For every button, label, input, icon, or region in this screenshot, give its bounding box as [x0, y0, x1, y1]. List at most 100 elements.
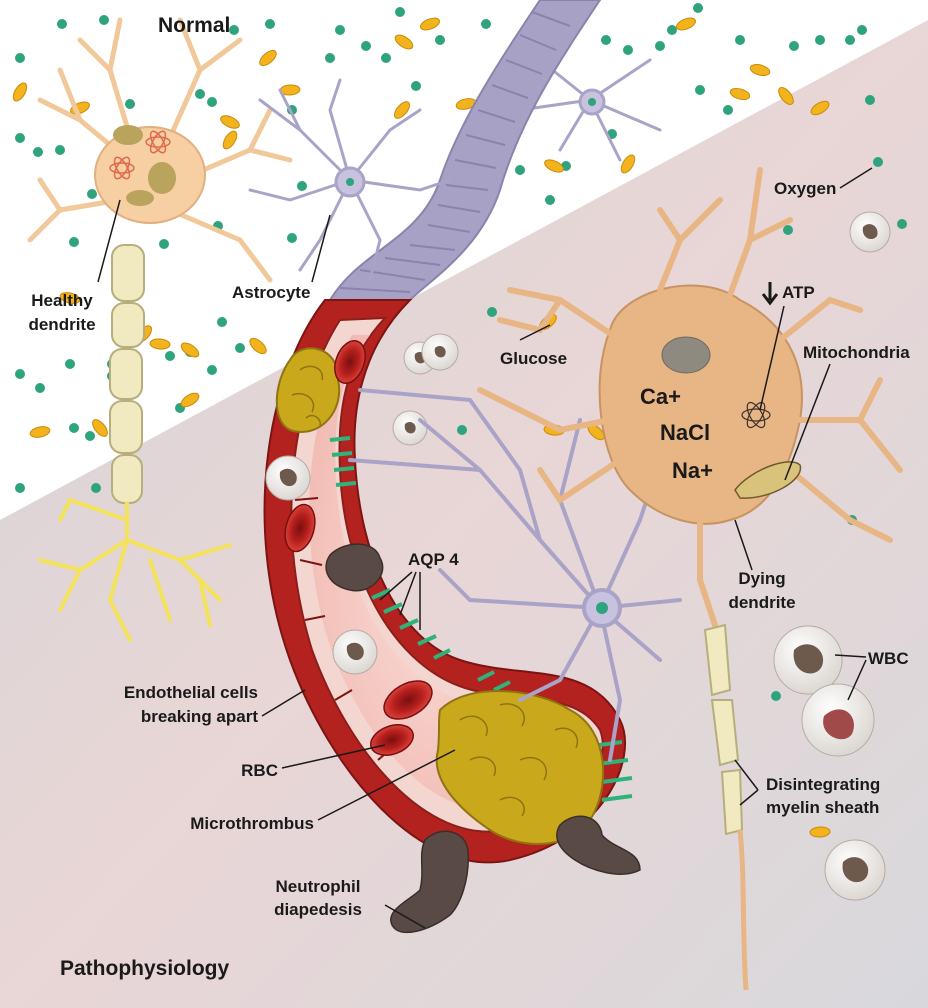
oxygen-molecule	[195, 89, 205, 99]
ion-nacl-label: NaCl	[660, 420, 710, 445]
wbc-label: WBC	[868, 649, 909, 668]
atp-label: ATP	[782, 283, 815, 302]
glucose-molecule	[809, 826, 831, 838]
oxygen-molecule	[487, 307, 497, 317]
astrocyte-pathology	[348, 388, 682, 762]
oxygen-molecule	[207, 365, 217, 375]
normal-label: Normal	[158, 14, 230, 37]
oxygen-molecule	[601, 35, 611, 45]
oxygen-molecule	[207, 97, 217, 107]
glucose-molecule	[220, 115, 240, 129]
oxygen-molecule	[435, 35, 445, 45]
oxygen-molecule	[15, 369, 25, 379]
dying-neuron	[477, 167, 903, 991]
astrocyte-normal	[248, 78, 452, 282]
glucose-molecule	[394, 34, 414, 50]
oxygen-molecule	[57, 19, 67, 29]
glucose-molecule	[749, 64, 771, 76]
disintegrating-axon	[703, 623, 744, 836]
wbc-cells	[265, 211, 891, 901]
atom-icon	[109, 130, 171, 180]
oxygen-molecule	[545, 195, 555, 205]
oxygen-molecule	[91, 483, 101, 493]
ion-ca-label: Ca+	[640, 384, 681, 409]
aqp4-channels	[329, 436, 633, 802]
oxygen-molecule	[85, 431, 95, 441]
oxygen-molecule	[771, 691, 781, 701]
glucose-label: Glucose	[500, 349, 567, 368]
oxygen-molecule	[457, 425, 467, 435]
mitochondria-shape	[734, 461, 802, 499]
oxygen-label: Oxygen	[774, 179, 836, 198]
oxygen-molecule	[335, 25, 345, 35]
glucose-molecule	[180, 392, 200, 408]
glucose-molecule	[259, 49, 277, 67]
oxygen-molecule	[857, 25, 867, 35]
oxygen-molecule	[361, 41, 371, 51]
oxygen-molecule	[15, 483, 25, 493]
astrocyte-upper	[518, 58, 662, 162]
oxygen-molecule	[723, 105, 733, 115]
glucose-molecule	[222, 130, 238, 150]
glucose-molecule	[676, 17, 696, 31]
glucose-molecule	[778, 87, 794, 105]
glucose-molecule	[810, 100, 830, 116]
glucose-molecule	[544, 159, 564, 173]
dying-dendrite-label-1: Dying	[738, 569, 785, 588]
pathophysiology-label: Pathophysiology	[60, 957, 230, 980]
oxygen-molecule	[815, 35, 825, 45]
oxygen-molecule	[297, 181, 307, 191]
oxygen-molecule	[395, 7, 405, 17]
healthy-dendrite-label-1: Healthy	[31, 291, 93, 310]
glucose-molecule	[249, 337, 267, 355]
glucose-molecule	[180, 342, 200, 358]
glucose-molecule	[12, 82, 28, 102]
oxygen-molecule	[735, 35, 745, 45]
oxygen-molecule	[693, 3, 703, 13]
neutrophils	[325, 543, 641, 934]
oxygen-molecule	[125, 99, 135, 109]
healthy-neuron	[27, 17, 293, 642]
labels: Normal Pathophysiology Healthy dendrite …	[28, 14, 910, 980]
oxygen-molecule	[783, 225, 793, 235]
oxygen-molecule	[655, 41, 665, 51]
glucose-molecule	[394, 101, 410, 119]
vessel-lumen	[309, 335, 585, 810]
oxygen-molecule	[481, 19, 491, 29]
oxygen-molecule	[65, 359, 75, 369]
oxygen-molecule	[15, 53, 25, 63]
rbc-cells	[284, 340, 433, 756]
healthy-dendrite-label-2: dendrite	[28, 315, 95, 334]
endothelial-label-2: breaking apart	[141, 707, 258, 726]
leader-lines	[97, 167, 873, 929]
glucose-molecule	[92, 419, 108, 437]
astrocyte-label: Astrocyte	[232, 283, 310, 302]
glucose-molecule	[149, 338, 171, 350]
glucose-molecule	[729, 87, 751, 101]
oxygen-molecule	[667, 25, 677, 35]
oxygen-molecule	[789, 41, 799, 51]
oxygen-molecule	[515, 165, 525, 175]
vessel-rings	[339, 11, 571, 293]
oxygen-molecule	[55, 145, 65, 155]
oxygen-molecule	[381, 53, 391, 63]
microthrombus-upper	[275, 347, 341, 433]
particle-layer	[12, 3, 907, 838]
oxygen-molecule	[159, 239, 169, 249]
oxygen-molecule	[695, 85, 705, 95]
aqp4-label: AQP 4	[408, 550, 459, 569]
pathology-background	[0, 20, 928, 1008]
endothelial-label-1: Endothelial cells	[124, 683, 258, 702]
oxygen-molecule	[411, 81, 421, 91]
disintegrating-label-1: Disintegrating	[766, 775, 880, 794]
glucose-molecule	[419, 17, 441, 31]
oxygen-molecule	[325, 53, 335, 63]
oxygen-molecule	[87, 189, 97, 199]
oxygen-molecule	[265, 19, 275, 29]
neutrophil-label-2: diapedesis	[274, 900, 362, 919]
down-arrow-icon	[761, 282, 779, 306]
oxygen-molecule	[287, 233, 297, 243]
oxygen-molecule	[845, 35, 855, 45]
